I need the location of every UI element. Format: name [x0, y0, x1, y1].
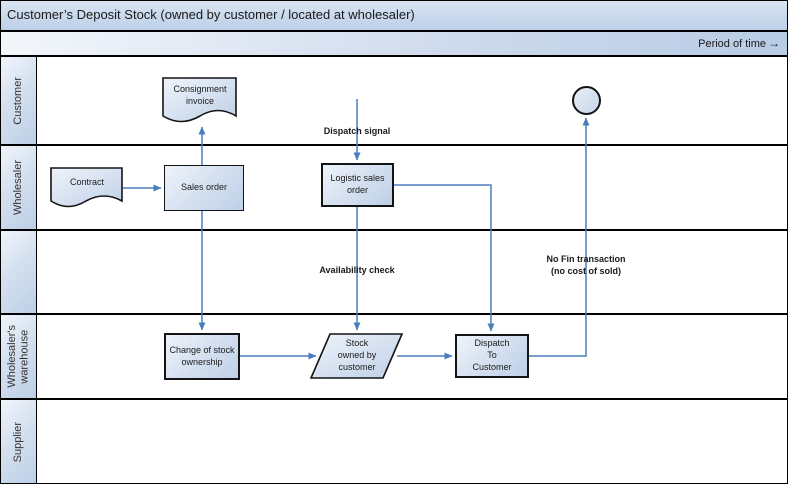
node-logistic-sales-order[interactable]: Logistic sales order — [321, 163, 394, 207]
node-label: Stock owned by customer — [337, 338, 377, 372]
node-consignment-invoice[interactable]: Consignment invoice — [162, 77, 238, 125]
no-fin-transaction-label: No Fin transaction (no cost of sold) — [546, 253, 626, 276]
period-of-time-band: Period of time→ — [1, 32, 787, 57]
document-shape — [50, 167, 123, 208]
dispatch-signal-label: Dispatch signal — [323, 125, 391, 136]
document-shape — [162, 77, 237, 123]
parallelogram-shape — [309, 333, 404, 379]
node-stock-owned-by-customer[interactable]: Stock owned by customer — [309, 333, 404, 379]
node-label: Contract — [69, 177, 104, 188]
lane-customer: Customer — [1, 57, 787, 146]
lane-header-unnamed — [1, 231, 37, 313]
node-label: Sales order — [180, 182, 228, 193]
node-label: Logistic sales order — [330, 173, 385, 195]
period-of-time-label: Period of time — [698, 38, 766, 50]
lane-label: Wholesaler's warehouse — [5, 325, 31, 388]
diagram-title: Customer’s Deposit Stock (owned by custo… — [1, 1, 787, 32]
lane-label: Supplier — [12, 422, 25, 463]
node-dispatch-to-customer[interactable]: Dispatch To Customer — [455, 334, 529, 378]
node-end-event-circle[interactable] — [572, 86, 601, 115]
node-label: Change of stock ownership — [169, 344, 235, 367]
right-arrow-icon: → — [768, 36, 780, 50]
node-change-of-stock-ownership[interactable]: Change of stock ownership — [164, 333, 240, 380]
lane-label: Customer — [12, 76, 25, 125]
lane-header-customer: Customer — [1, 57, 37, 144]
node-contract[interactable]: Contract — [50, 167, 124, 210]
node-sales-order[interactable]: Sales order — [164, 165, 244, 211]
lane-header-supplier: Supplier — [1, 400, 37, 483]
lane-label: Wholesaler — [12, 159, 25, 216]
lane-header-wholesalers-warehouse: Wholesaler's warehouse — [1, 315, 37, 398]
availability-check-label: Availability check — [319, 264, 395, 275]
lane-supplier: Supplier — [1, 400, 787, 483]
node-label: Dispatch To Customer — [472, 338, 512, 372]
lane-header-wholesaler: Wholesaler — [1, 146, 37, 229]
node-label: Consignment invoice — [173, 83, 227, 106]
